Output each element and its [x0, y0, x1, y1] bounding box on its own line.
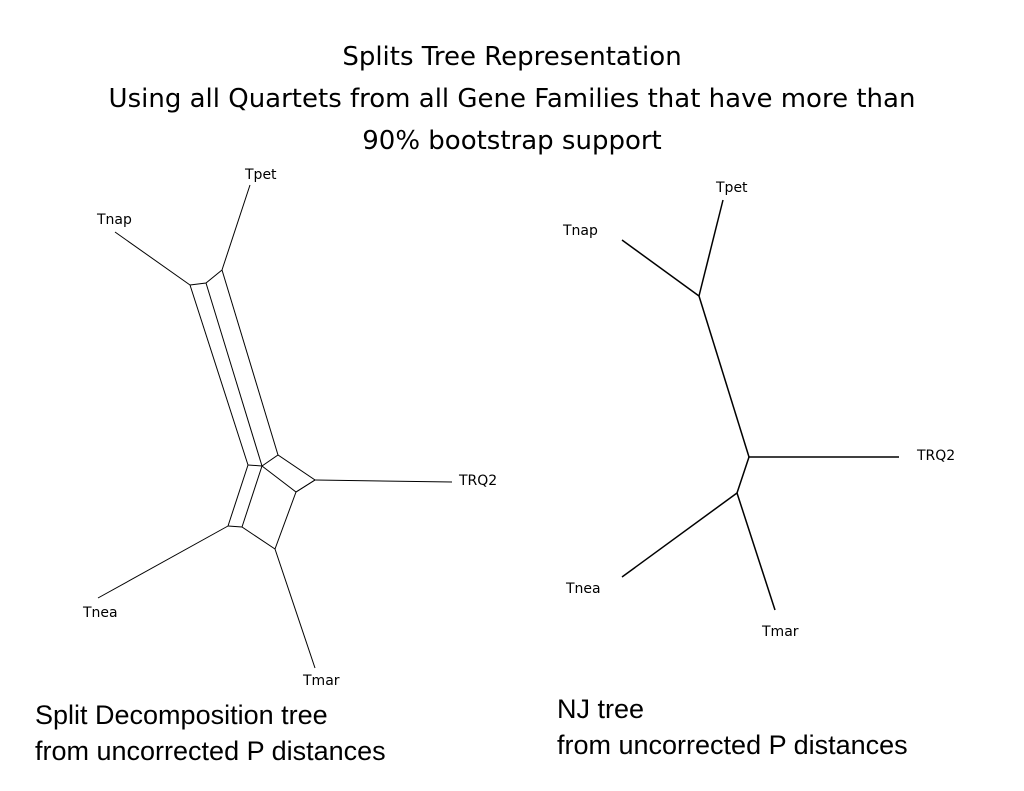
nj-tree-caption-line-1: NJ tree — [557, 694, 645, 724]
title-line-1: Splits Tree Representation — [342, 42, 682, 72]
split-strand-2 — [205, 282, 263, 467]
split-strand-4 — [227, 464, 249, 527]
edge-internal-bottom — [736, 456, 750, 494]
taxon-label-tpet: Tpet — [715, 180, 748, 196]
title-line-3: 90% bootstrap support — [362, 126, 662, 156]
split-box-middle — [247, 454, 316, 493]
split-tree-caption-line-1: Split Decomposition tree — [35, 700, 328, 730]
edge-tpet — [221, 184, 251, 271]
taxon-label-tmar: Tmar — [761, 624, 799, 640]
taxon-label-trq2: TRQ2 — [916, 448, 955, 464]
edge-tnap — [621, 239, 700, 297]
edge-tmar — [274, 548, 316, 669]
edge-tpet — [698, 199, 724, 297]
nj-tree-caption-line-2: from uncorrected P distances — [557, 730, 908, 760]
nj-tree-caption: NJ tree from uncorrected P distances — [557, 691, 908, 763]
taxon-label-tnea: Tnea — [82, 605, 118, 621]
taxon-label-tmar: Tmar — [302, 673, 340, 689]
split-strand-1 — [189, 284, 249, 466]
edge-trq2 — [314, 479, 453, 483]
edge-tmar — [736, 492, 776, 611]
split-box-bottom — [227, 491, 297, 550]
page-title: Splits Tree Representation Using all Qua… — [0, 36, 1024, 162]
title-line-2: Using all Quartets from all Gene Familie… — [108, 84, 916, 114]
split-tree-caption-line-2: from uncorrected P distances — [35, 736, 386, 766]
edge-internal-top — [698, 295, 750, 458]
taxon-label-tnap: Tnap — [96, 212, 132, 228]
split-strand-6 — [295, 479, 316, 493]
split-strand-3 — [221, 269, 279, 456]
split-strand-5 — [241, 465, 263, 528]
taxon-label-tpet: Tpet — [244, 167, 277, 183]
taxon-label-trq2: TRQ2 — [458, 473, 497, 489]
edge-tnap — [114, 231, 191, 286]
edge-tnea — [621, 492, 738, 578]
taxon-label-tnea: Tnea — [565, 581, 601, 597]
taxon-label-tnap: Tnap — [562, 223, 598, 239]
edge-tnea — [97, 525, 229, 599]
split-tree-caption: Split Decomposition tree from uncorrecte… — [35, 697, 386, 769]
